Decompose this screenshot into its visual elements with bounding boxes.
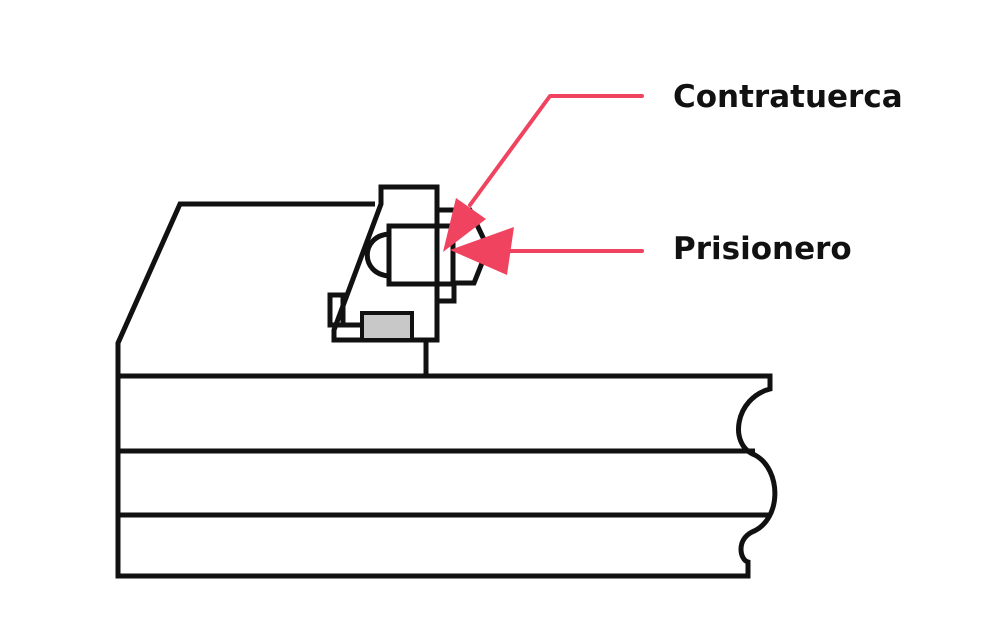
grey-block: [360, 311, 414, 342]
carriage-top-outline: [115, 201, 375, 376]
label-prisionero: Prisionero: [673, 231, 852, 267]
lock-nut-dome: [364, 231, 390, 279]
arrow-prisionero-head: [450, 227, 514, 275]
arrow-contratuerca-line: [468, 94, 644, 207]
base-rail-block: [115, 373, 778, 579]
lock-nut: [386, 223, 456, 287]
small-tab: [327, 292, 346, 328]
bracket-plate: [331, 184, 440, 343]
arrow-contratuerca-head: [443, 198, 486, 252]
label-contratuerca: Contratuerca: [673, 79, 903, 115]
